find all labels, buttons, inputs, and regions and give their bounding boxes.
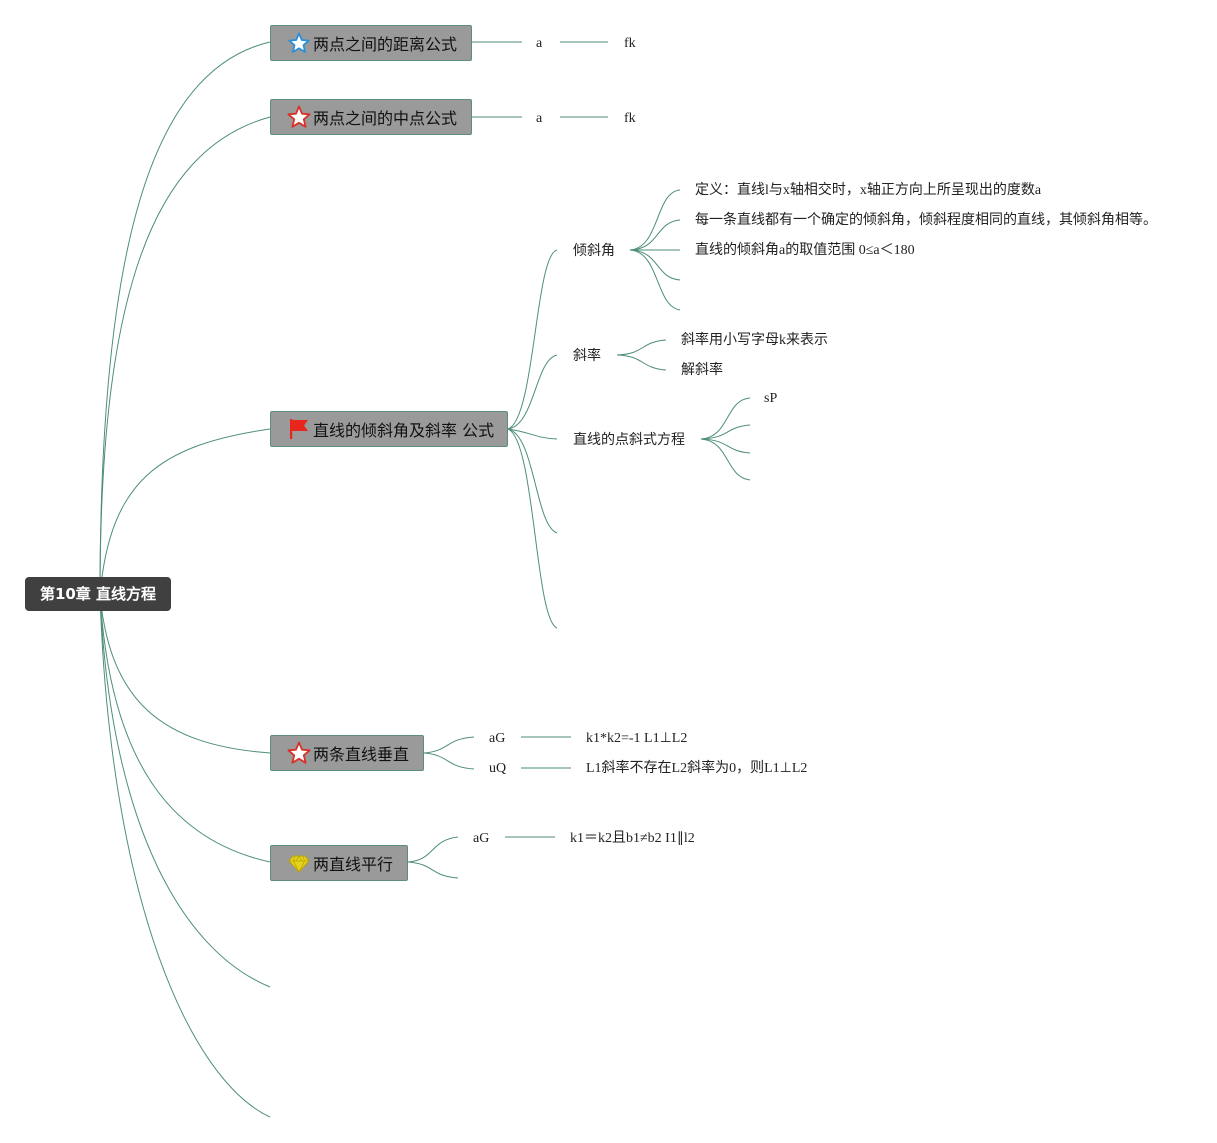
distance-child[interactable]: a: [536, 36, 543, 51]
point-slope-node[interactable]: 直线的点斜式方程: [573, 432, 685, 448]
red-flag-icon: [287, 417, 311, 441]
topic-label: 两直线平行: [313, 855, 394, 874]
topic-label: 两条直线垂直: [313, 745, 410, 764]
topic-parallel-lines[interactable]: 两直线平行: [270, 845, 408, 881]
midpoint-grandchild[interactable]: fk: [624, 111, 636, 126]
rate-item[interactable]: 斜率用小写字母k来表示: [681, 333, 828, 348]
topic-label: 两点之间的距离公式: [313, 35, 458, 54]
incline-item[interactable]: 定义：直线l与x轴相交时，x轴正方向上所呈现出的度数a: [695, 183, 1042, 198]
incline-item[interactable]: 每一条直线都有一个确定的倾斜角，倾斜程度相同的直线，其倾斜角相等。: [695, 213, 1157, 228]
topic-label: 两点之间的中点公式: [313, 109, 458, 128]
star-outline-blue-icon: [287, 31, 311, 55]
topic-slope-formula[interactable]: 直线的倾斜角及斜率 公式: [270, 411, 508, 447]
topic-label: 直线的倾斜角及斜率 公式: [313, 421, 495, 440]
parallel-key[interactable]: aG: [473, 831, 490, 846]
distance-grandchild[interactable]: fk: [624, 36, 636, 51]
topic-distance-formula[interactable]: 两点之间的距离公式: [270, 25, 472, 61]
incline-item[interactable]: 直线的倾斜角a的取值范围 0≤a＜180: [695, 243, 915, 258]
star-outline-red-icon: [287, 105, 311, 129]
perpendicular-key[interactable]: aG: [489, 731, 506, 746]
incline-node[interactable]: 倾斜角: [573, 243, 615, 259]
root-node[interactable]: 第10章 直线方程: [25, 577, 171, 611]
perpendicular-value[interactable]: k1*k2=-1 L1⊥L2: [586, 731, 688, 746]
rate-node[interactable]: 斜率: [573, 348, 601, 364]
midpoint-child[interactable]: a: [536, 111, 543, 126]
topic-midpoint-formula[interactable]: 两点之间的中点公式: [270, 99, 472, 135]
perpendicular-value[interactable]: L1斜率不存在L2斜率为0，则L1⊥L2: [586, 761, 808, 776]
yellow-diamond-icon: [287, 851, 311, 875]
star-outline-red-icon: [287, 741, 311, 765]
perpendicular-key[interactable]: uQ: [489, 761, 507, 776]
point-slope-item[interactable]: sP: [764, 391, 778, 406]
rate-item[interactable]: 解斜率: [681, 363, 723, 378]
topic-perpendicular-lines[interactable]: 两条直线垂直: [270, 735, 424, 771]
parallel-value[interactable]: k1＝k2且b1≠b2 I1∥l2: [570, 831, 695, 846]
